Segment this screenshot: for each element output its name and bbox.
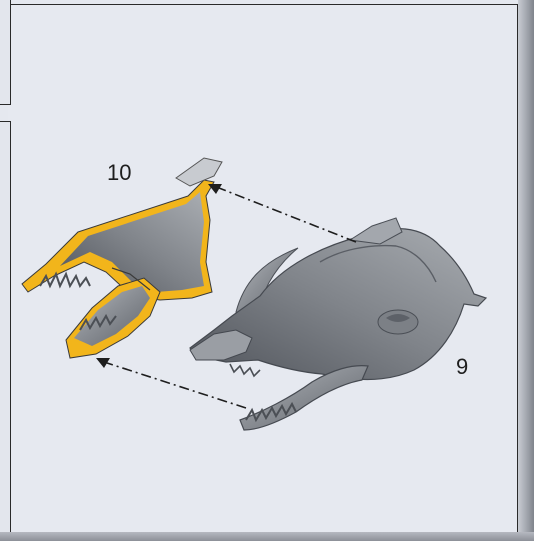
part-9-head xyxy=(190,218,486,430)
assembly-arrow-lower xyxy=(96,358,246,408)
part-number-10: 10 xyxy=(107,160,131,186)
assembly-arrow-upper xyxy=(208,184,356,242)
part-10-jaw xyxy=(22,158,222,358)
part-number-9: 9 xyxy=(456,354,468,380)
